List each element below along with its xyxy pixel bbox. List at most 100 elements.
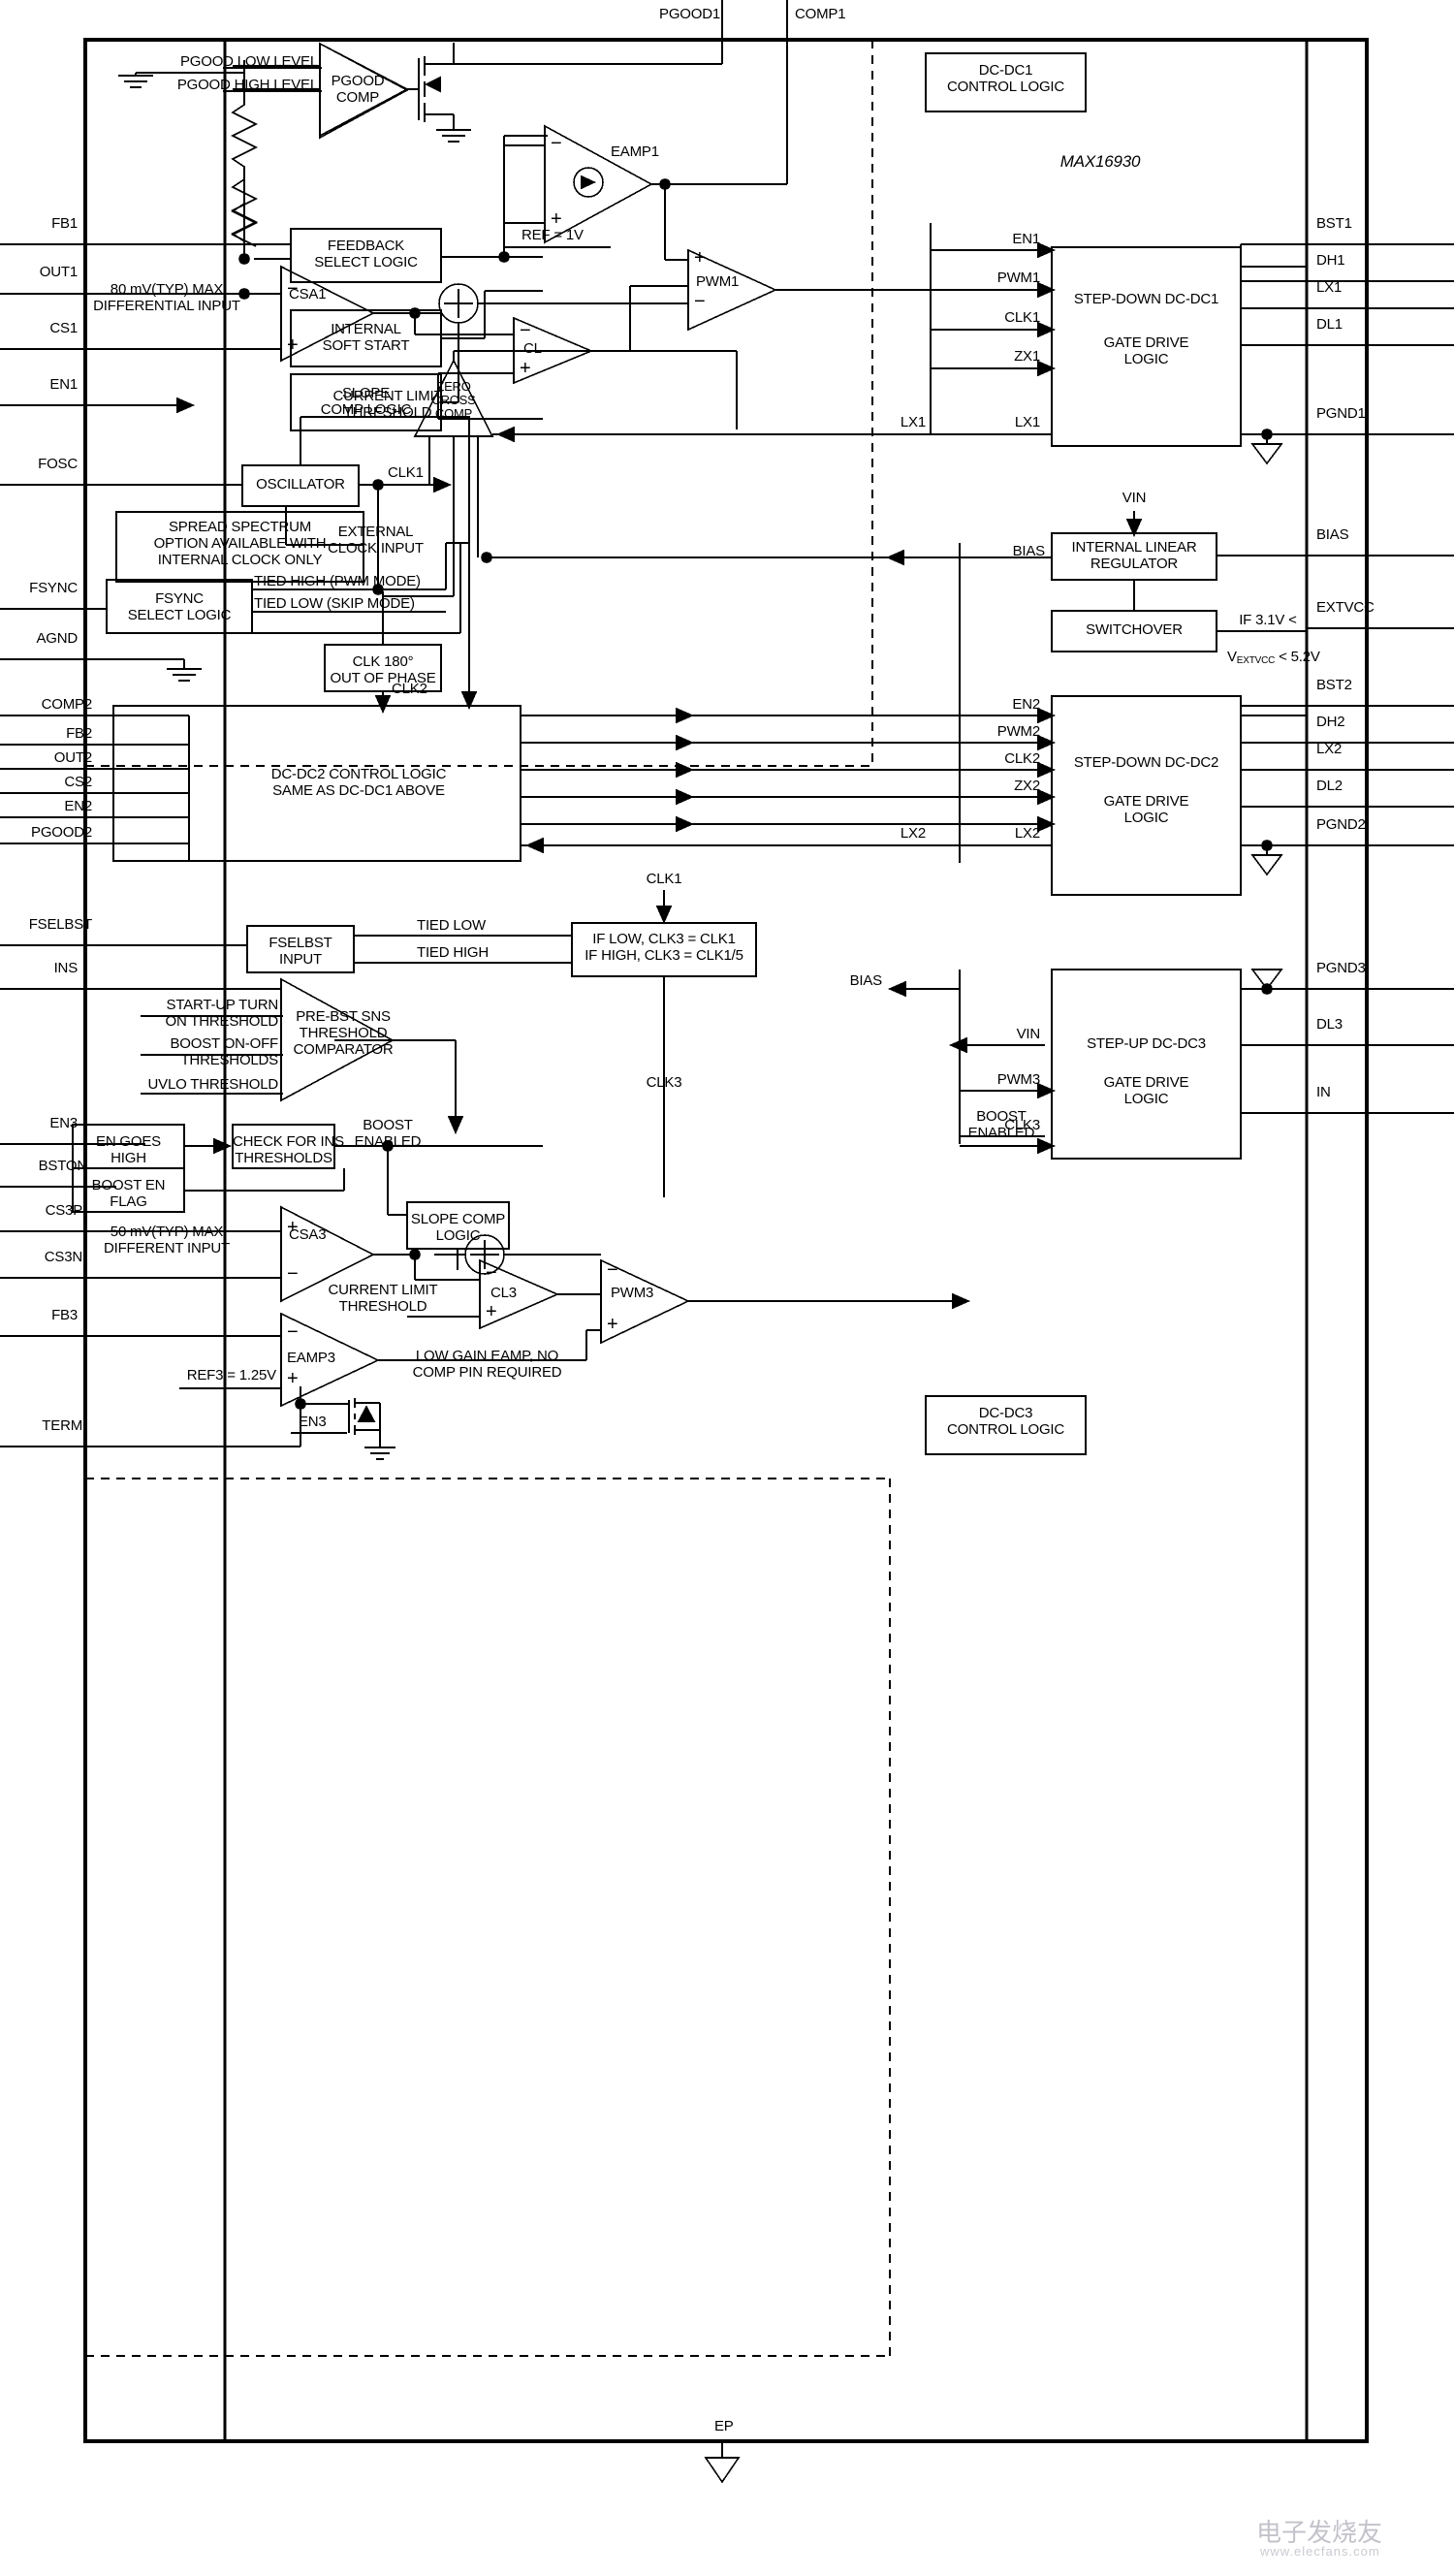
signal-label-clk3: CLK3 xyxy=(646,1074,682,1091)
annotation-tied-high-pwm: TIED HIGH (PWM MODE) xyxy=(254,573,421,589)
pin-label-out2: OUT2 xyxy=(53,749,92,766)
pin-label-comp2: COMP2 xyxy=(41,696,93,713)
pin-label-fb1: FB1 xyxy=(51,215,78,232)
annotation-tied-high: TIED HIGH xyxy=(417,944,490,961)
amp-label-zero-cross-comp: ZERO CROSS COMP xyxy=(431,379,476,421)
signal-label-clk2-gate: CLK2 xyxy=(1004,750,1040,767)
signal-label-pwm2: PWM2 xyxy=(996,723,1040,740)
block-stepdown-dcdc1: STEP-DOWN DC-DC1 xyxy=(1073,291,1219,307)
signal-label-pwm1: PWM1 xyxy=(996,270,1040,286)
pin-label-cs1: CS1 xyxy=(49,320,78,336)
pin-label-bias-right: BIAS xyxy=(1316,526,1349,543)
amp-input-minus-pwm3: − xyxy=(607,1259,618,1281)
annotation-external-clock-input: EXTERNAL CLOCK INPUT xyxy=(328,524,424,557)
signal-label-clk3-gate: CLK3 xyxy=(1004,1117,1040,1133)
amp-input-minus-csa1: − xyxy=(287,278,299,300)
annotation-boost-enabled-mid: BOOST ENABLED xyxy=(354,1117,422,1150)
amp-input-minus-eamp3: − xyxy=(287,1321,299,1343)
signal-label-zx2: ZX2 xyxy=(1014,778,1040,794)
signal-label-en2: EN2 xyxy=(1012,696,1040,713)
amp-input-plus-eamp3: + xyxy=(287,1368,299,1389)
amp-label-cl3: CL3 xyxy=(490,1285,517,1301)
pin-label-lx2: LX2 xyxy=(1316,741,1343,757)
amp-label-pwm1: PWM1 xyxy=(696,273,740,290)
block-slope-comp-logic: SLOPE COMP LOGIC xyxy=(320,385,412,418)
pin-label-agnd: AGND xyxy=(36,630,78,647)
pin-label-in: IN xyxy=(1316,1084,1331,1100)
annotation-diff-input-1: 80 mV(TYP) MAX DIFFERENTIAL INPUT xyxy=(93,281,240,314)
pin-label-bston: BSTON xyxy=(38,1158,88,1174)
pin-label-bst2: BST2 xyxy=(1316,677,1352,693)
pin-label-en2: EN2 xyxy=(64,798,92,814)
annotation-boost-on-off: BOOST ON-OFF THRESHOLDS xyxy=(170,1035,279,1068)
extvcc-cond-line1: IF 3.1V < xyxy=(1239,612,1297,628)
signal-label-vin-dcdc3: VIN xyxy=(1016,1026,1041,1042)
pin-label-pgood1: PGOOD1 xyxy=(659,6,720,22)
extvcc-cond-sub: EXTVCC xyxy=(1236,655,1276,666)
block-dcdc3-control-logic: DC-DC3 CONTROL LOGIC xyxy=(946,1405,1065,1438)
pin-label-en1: EN1 xyxy=(49,376,78,393)
block-stepdown-dcdc2: STEP-DOWN DC-DC2 xyxy=(1073,754,1219,771)
pin-label-cs3n: CS3N xyxy=(44,1249,82,1265)
annotation-uvlo-threshold: UVLO THRESHOLD xyxy=(147,1076,279,1093)
annotation-pgood-high-level: PGOOD HIGH LEVEL xyxy=(176,77,318,93)
block-stepup-dcdc3: STEP-UP DC-DC3 xyxy=(1087,1035,1206,1052)
amp-input-plus-pwm3: + xyxy=(607,1314,618,1335)
amp-input-minus-cl: − xyxy=(520,320,531,341)
pin-label-pgood2: PGOOD2 xyxy=(31,824,92,841)
amp-label-csa1: CSA1 xyxy=(289,286,327,302)
signal-label-clk1-dcdc3: CLK1 xyxy=(646,871,682,887)
amp-input-plus-eamp1: + xyxy=(551,208,562,230)
annotation-pgood-low-level: PGOOD LOW LEVEL xyxy=(179,53,318,70)
pin-label-fosc: FOSC xyxy=(38,456,78,472)
block-fselbst-input: FSELBST INPUT xyxy=(269,935,332,968)
pin-label-en3: EN3 xyxy=(49,1115,78,1131)
pin-label-dl1: DL1 xyxy=(1316,316,1343,333)
block-stepup-dcdc3-sub: GATE DRIVE LOGIC xyxy=(1103,1074,1189,1107)
signal-label-clk2-phase: CLK2 xyxy=(392,681,427,697)
amp-input-plus-csa3: + xyxy=(287,1217,299,1238)
signal-label-boost-enabled-right: BOOST ENABLED xyxy=(967,1108,1035,1141)
pin-label-fb3: FB3 xyxy=(51,1307,78,1323)
amp-input-minus-csa3: − xyxy=(287,1263,299,1285)
signal-label-bias-regulator: BIAS xyxy=(1012,543,1046,559)
amp-label-eamp1: EAMP1 xyxy=(611,143,659,160)
amp-input-plus-pwm1: + xyxy=(694,247,706,269)
pin-label-extvcc: EXTVCC xyxy=(1316,599,1375,616)
block-en-goes-high: EN GOES HIGH xyxy=(96,1133,161,1166)
block-switchover: SWITCHOVER xyxy=(1086,621,1183,638)
annotation-vin-regulator: VIN xyxy=(1122,490,1147,506)
pin-label-bst1: BST1 xyxy=(1316,215,1352,232)
watermark-text: 电子发烧友 xyxy=(1256,2519,1383,2548)
signal-label-zx1: ZX1 xyxy=(1014,348,1040,365)
amp-input-plus-csa1: + xyxy=(287,334,299,356)
annotation-diff-input-3: 50 mV(TYP) MAX DIFFERENT INPUT xyxy=(103,1224,231,1256)
block-internal-soft-start: INTERNAL SOFT START xyxy=(322,321,410,354)
extvcc-cond-line2-post: < 5.2V xyxy=(1275,649,1320,665)
block-slope-comp-logic-3: SLOPE COMP LOGIC xyxy=(410,1211,506,1244)
pin-label-pgnd3: PGND3 xyxy=(1316,960,1366,976)
annotation-ref3: REF3 = 1.25V xyxy=(186,1367,276,1383)
annotation-tied-low: TIED LOW xyxy=(417,917,486,934)
block-stepdown-dcdc1-sub: GATE DRIVE LOGIC xyxy=(1103,334,1189,367)
annotation-low-gain-eamp: LOW GAIN EAMP, NO COMP PIN REQUIRED xyxy=(412,1348,562,1381)
signal-label-lx2-gate: LX2 xyxy=(1014,825,1040,842)
pin-label-dl2: DL2 xyxy=(1316,778,1343,794)
pin-label-term: TERM xyxy=(42,1417,82,1434)
block-dcdc1-control-logic: DC-DC1 CONTROL LOGIC xyxy=(946,62,1065,95)
amp-input-minus-pwm1: − xyxy=(694,291,706,312)
pin-label-dl3: DL3 xyxy=(1316,1016,1343,1033)
block-feedback-select-logic: FEEDBACK SELECT LOGIC xyxy=(314,238,418,270)
pin-label-cs2: CS2 xyxy=(64,774,92,790)
block-spread-spectrum: SPREAD SPECTRUM OPTION AVAILABLE WITH IN… xyxy=(153,519,327,568)
amp-input-plus-cl: + xyxy=(520,358,531,379)
annotation-tied-low-skip: TIED LOW (SKIP MODE) xyxy=(254,595,415,612)
pin-label-cs3p: CS3P xyxy=(45,1202,83,1219)
pin-label-comp1: COMP1 xyxy=(795,6,846,22)
block-check-for-ins: CHECK FOR INS THRESHOLDS xyxy=(233,1133,344,1166)
annotation-ref-1v: REF = 1V xyxy=(522,227,584,243)
block-clk3-select: IF LOW, CLK3 = CLK1 IF HIGH, CLK3 = CLK1… xyxy=(585,931,743,964)
block-dcdc2-control-logic: DC-DC2 CONTROL LOGIC SAME AS DC-DC1 ABOV… xyxy=(270,766,447,799)
amp-input-minus-cl3: − xyxy=(486,1262,497,1284)
